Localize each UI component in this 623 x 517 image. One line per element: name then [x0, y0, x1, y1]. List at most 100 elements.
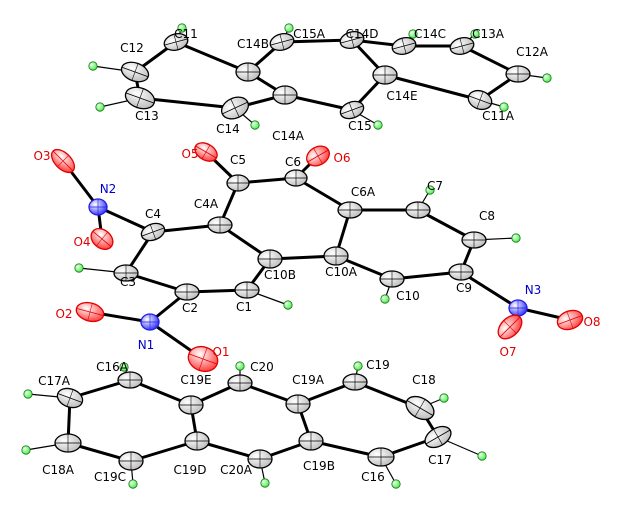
atom-label-c16a: C16A — [96, 360, 129, 374]
atom-label-o3: O3 — [33, 149, 50, 163]
atom-c10 — [379, 270, 405, 288]
atom-c10a — [323, 246, 349, 266]
atom-o3 — [50, 148, 76, 174]
atom-c1 — [234, 281, 260, 299]
atom-c14a — [272, 85, 298, 105]
atom-label-c8: C8 — [479, 209, 495, 223]
atom-c13 — [124, 86, 156, 110]
atom-label-n2: N2 — [100, 182, 117, 196]
atom-c15a — [269, 33, 295, 51]
atom-c14e — [372, 65, 398, 85]
atom-label-n3: N3 — [525, 283, 542, 297]
atom-c6a — [337, 201, 363, 219]
atom-label-c6: C6 — [285, 155, 301, 169]
atom-label-c11: C11 — [174, 27, 198, 41]
atom-label-c1: C1 — [236, 300, 252, 314]
hydrogen-atom — [439, 393, 449, 403]
atom-n2 — [88, 198, 108, 216]
hydrogen-atom — [250, 120, 260, 130]
atom-n3 — [508, 299, 528, 317]
atom-label-c15a: C15A — [293, 27, 326, 41]
atom-c14 — [220, 96, 250, 120]
atom-c17 — [424, 425, 452, 449]
atom-label-c4a: C4A — [194, 197, 219, 211]
atom-c19e — [178, 395, 204, 415]
atom-label-o8: O8 — [583, 315, 600, 329]
atom-o6 — [306, 145, 330, 167]
atom-label-c14d: C14D — [346, 27, 379, 41]
hydrogen-atom — [74, 263, 84, 273]
atom-label-c19: C19 — [366, 358, 390, 372]
bond-C11A-C14E — [383, 73, 482, 102]
atom-c14d — [339, 31, 365, 49]
atom-label-c14c: C14C — [414, 27, 446, 41]
hydrogen-atom — [21, 445, 31, 455]
atom-label-c12: C12 — [120, 41, 144, 55]
atom-c11a — [467, 89, 493, 111]
hydrogen-atom — [470, 29, 480, 39]
atom-label-c17a: C17A — [38, 374, 71, 388]
atom-label-n1: N1 — [138, 338, 155, 352]
atom-o1 — [187, 345, 219, 373]
atom-label-o6: O6 — [333, 151, 350, 165]
atom-label-c10b: C10B — [264, 268, 296, 282]
atom-label-o5: O5 — [181, 147, 198, 161]
atom-c14b — [235, 62, 261, 82]
atom-c14c — [391, 37, 417, 55]
atom-c3 — [113, 264, 139, 282]
atom-label-o2: O2 — [55, 307, 72, 321]
atom-label-o1: O1 — [212, 345, 229, 359]
atom-c4 — [140, 222, 166, 242]
atom-c19c — [118, 451, 144, 471]
atom-label-c19a: C19A — [292, 373, 325, 387]
atom-c4a — [207, 216, 233, 234]
atom-label-o4: O4 — [73, 235, 90, 249]
hydrogen-atom — [499, 102, 509, 112]
hydrogen-atom — [260, 478, 270, 488]
hydrogen-atom — [391, 479, 401, 489]
atom-label-c19b: C19B — [303, 459, 335, 473]
atom-c19 — [342, 373, 368, 391]
atom-c16a — [117, 371, 143, 389]
atom-label-c19e: C19E — [180, 373, 211, 387]
hydrogen-atom — [23, 389, 33, 399]
bond-C9-N3 — [459, 270, 520, 310]
atom-label-c10a: C10A — [325, 265, 358, 279]
atom-o5 — [194, 142, 218, 162]
atom-c12a — [505, 65, 531, 83]
atom-label-c16: C16 — [361, 470, 385, 484]
atom-label-c14e: C14E — [386, 89, 417, 103]
hydrogen-atom — [88, 61, 98, 71]
atom-o2 — [75, 301, 105, 323]
atom-label-c13: C13 — [135, 109, 159, 123]
atom-label-c11a: C11A — [482, 109, 515, 123]
hydrogen-atom — [177, 23, 187, 33]
atom-c16 — [367, 447, 395, 467]
atom-label-c10: C10 — [396, 289, 420, 303]
atom-c17a — [56, 387, 84, 409]
atom-label-c14b: C14B — [237, 37, 269, 51]
hydrogen-atom — [119, 362, 129, 372]
atom-c15 — [339, 100, 365, 120]
atom-label-c7: C7 — [427, 179, 443, 193]
atom-label-c12a: C12A — [516, 45, 549, 59]
hydrogen-atom — [283, 300, 293, 310]
hydrogen-atom — [425, 185, 435, 195]
atom-c8 — [461, 231, 487, 249]
atom-label-c20: C20 — [250, 360, 274, 374]
hydrogen-atom — [353, 361, 363, 371]
atom-n1 — [140, 313, 160, 331]
atoms — [21, 23, 584, 489]
atom-c12 — [120, 61, 150, 83]
hydrogen-atom — [408, 29, 418, 39]
atom-label-o7: O7 — [499, 345, 516, 359]
atom-c11 — [163, 33, 189, 51]
atom-label-c15: C15 — [348, 119, 372, 133]
hydrogen-atom — [373, 120, 383, 130]
atom-c20a — [247, 449, 273, 469]
atom-label-c18: C18 — [412, 373, 436, 387]
atom-label-c20a: C20A — [220, 463, 253, 477]
atom-label-c17: C17 — [428, 453, 452, 467]
atom-c18 — [405, 395, 435, 421]
